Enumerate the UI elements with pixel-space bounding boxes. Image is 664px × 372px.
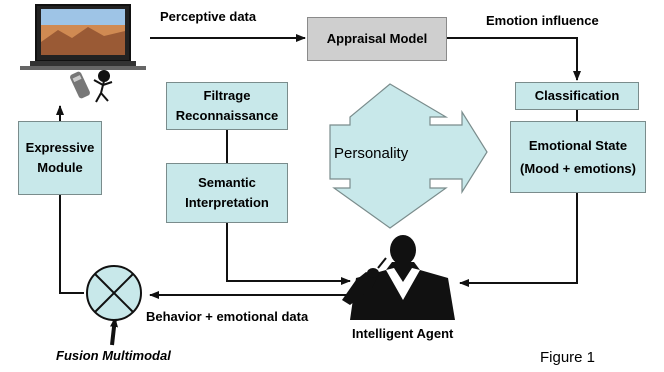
classification-box: Classification (515, 82, 639, 110)
emotional-state-box: Emotional State (Mood + emotions) (510, 121, 646, 193)
filtrage-label: Filtrage Reconnaissance (175, 87, 279, 123)
remote-control-icon (70, 71, 90, 99)
fusion-to-expressive-line (59, 195, 84, 294)
semantic-to-agent-arrow (226, 223, 351, 285)
personality-label: Personality (334, 145, 409, 162)
appraisal-model-box: Appraisal Model (307, 17, 447, 61)
emotion-influence-arrow (446, 37, 581, 81)
expressive-label: Expressive Module (25, 139, 95, 175)
semantic-interpretation-box: Semantic Interpretation (166, 163, 288, 223)
personality-arrow (329, 83, 488, 229)
filtrage-reconnaissance-box: Filtrage Reconnaissance (166, 82, 288, 130)
intelligent-agent-label: Intelligent Agent (352, 326, 454, 341)
fusion-node (86, 265, 142, 321)
figure-caption: Figure 1 (540, 349, 596, 366)
behavior-data-label: Behavior + emotional data (146, 309, 309, 324)
fusion-input-arrow (110, 317, 118, 346)
appraisal-model-label: Appraisal Model (326, 30, 428, 46)
semantic-label: Semantic Interpretation (185, 174, 269, 210)
emotion-influence-label: Emotion influence (486, 13, 599, 28)
classification-label: Classification (534, 87, 620, 103)
perceptive-data-label: Perceptive data (160, 9, 257, 24)
user-figure-icon (93, 70, 113, 103)
tv-screen-icon (20, 4, 146, 70)
state-to-agent-arrow (459, 193, 578, 287)
expressive-module-box: Expressive Module (18, 121, 102, 195)
fusion-multimodal-label: Fusion Multimodal (56, 348, 171, 363)
intelligent-agent-icon (342, 235, 455, 320)
emotional-state-label: Emotional State (Mood + emotions) (520, 137, 636, 176)
